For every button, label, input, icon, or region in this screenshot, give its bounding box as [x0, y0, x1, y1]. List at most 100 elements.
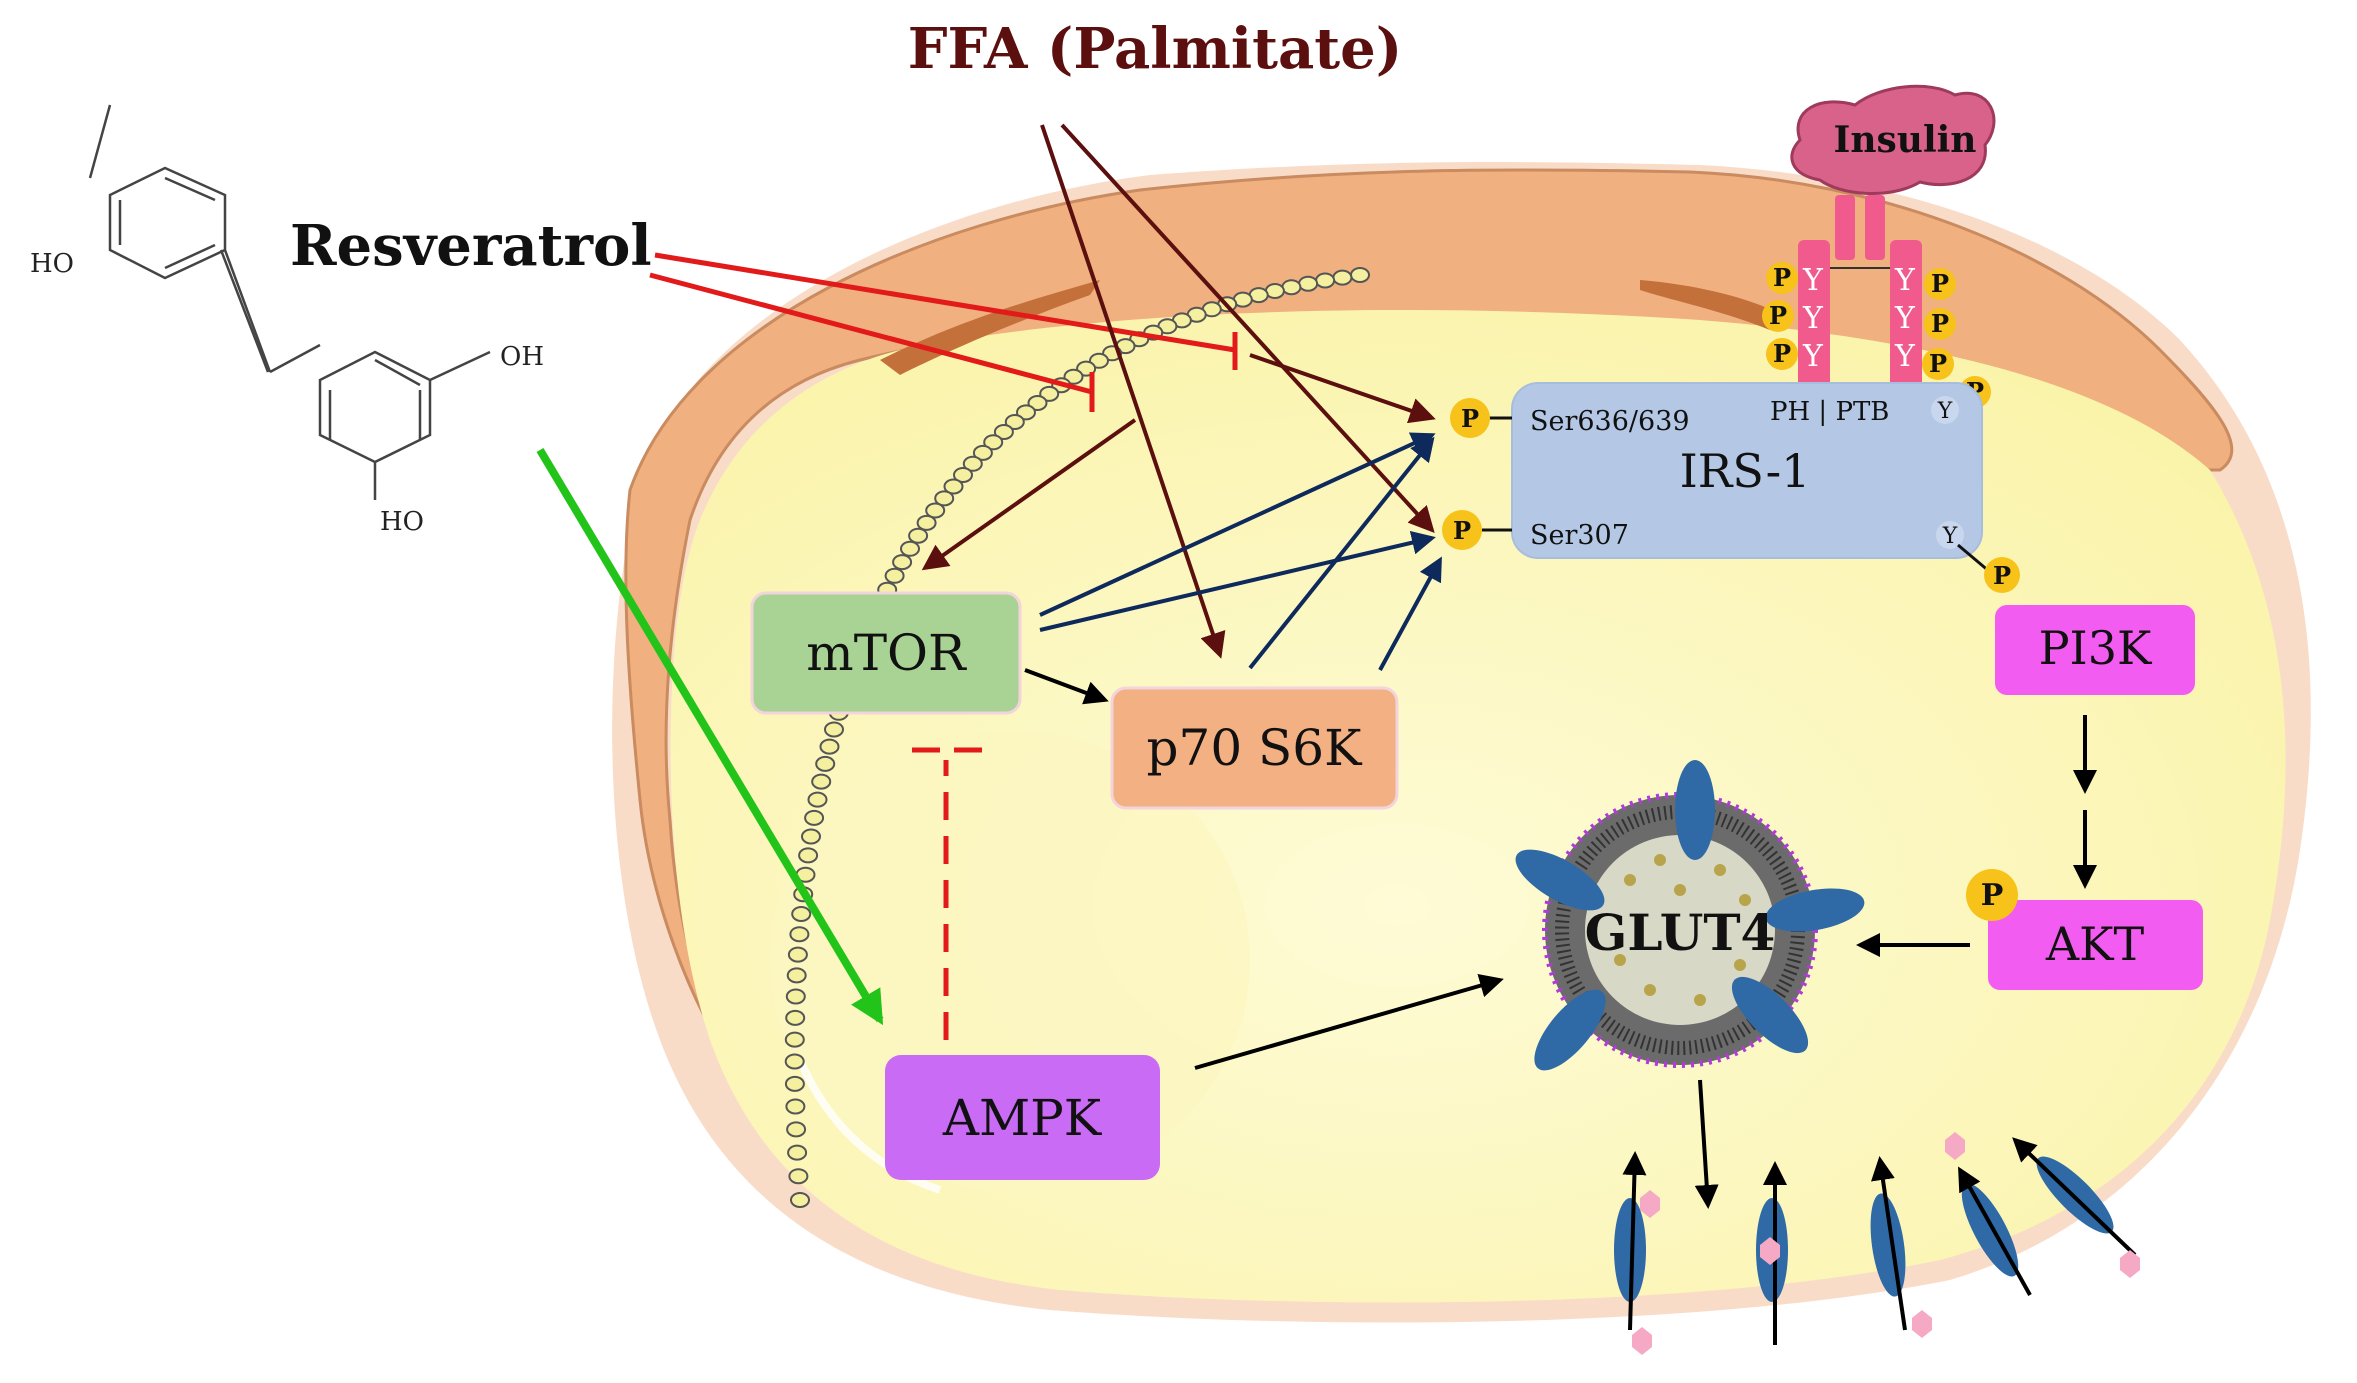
- ampk-label: AMPK: [942, 1089, 1103, 1147]
- phospho-label: P: [1929, 349, 1947, 378]
- cargo-dot: [1674, 884, 1686, 896]
- mtor-to-p70-arrow: [1024, 668, 1109, 705]
- irs1-ser307-label: Ser307: [1530, 520, 1629, 551]
- er-bead: [1350, 267, 1370, 283]
- er-bead: [908, 527, 929, 544]
- phospho-label: P: [1769, 301, 1787, 330]
- transporter: [1756, 1161, 1788, 1345]
- er-bead: [1004, 414, 1025, 430]
- er-bead: [972, 444, 993, 461]
- er-bead: [934, 490, 955, 507]
- er-bead: [1332, 269, 1353, 286]
- phospho-label: P: [1773, 263, 1791, 292]
- cargo-dot: [1714, 864, 1726, 876]
- phospho-label: P: [1993, 561, 2011, 590]
- resveratrol-structure: [88, 104, 491, 500]
- tyrosine-label: Y: [1802, 263, 1824, 298]
- node-pi3k: PI3K: [1995, 605, 2195, 695]
- receptor-phospho-dots: P P P P P P P: [1762, 262, 1991, 408]
- er-bead: [801, 828, 821, 845]
- group-oh-right: OH: [500, 342, 544, 372]
- er-bead: [900, 540, 920, 557]
- er-bead: [953, 467, 973, 483]
- irs1-ph-ptb-label: PH | PTB: [1770, 397, 1889, 427]
- ffa-title: FFA (Palmitate): [908, 16, 1403, 82]
- er-bead: [884, 567, 905, 584]
- vesicle-cargo: [1614, 854, 1751, 1006]
- glut4-label: GLUT4: [1585, 903, 1776, 962]
- cargo-dot: [1614, 954, 1626, 966]
- er-bead: [1016, 404, 1036, 421]
- insulin-molecule: [1790, 84, 1996, 196]
- glut4-translocation-arrow: [1694, 1079, 1719, 1209]
- tyrosine-label: Y: [1894, 301, 1916, 336]
- er-bead: [788, 1168, 809, 1185]
- er-bead: [785, 1009, 806, 1026]
- er-bead: [785, 988, 806, 1005]
- er-bead: [925, 502, 946, 519]
- irs1-y-site-bottom: [1936, 521, 1964, 549]
- phospho-label: P: [1461, 404, 1479, 433]
- pi3k-label: PI3K: [2039, 621, 2153, 675]
- akt-label: AKT: [2045, 917, 2145, 971]
- er-bead: [784, 1031, 805, 1048]
- ampk-to-glut4-arrow: [1194, 974, 1504, 1070]
- irs1-box: IRS-1 Ser636/639 Ser307 PH | PTB Y Y: [1511, 382, 1983, 559]
- er-bead: [798, 847, 819, 864]
- resveratrol-label: Resveratrol: [290, 213, 652, 279]
- er-bead: [824, 721, 844, 738]
- node-mtor: mTOR: [750, 591, 1022, 715]
- er-bead: [892, 554, 913, 571]
- ffa-arrows: [921, 123, 1436, 659]
- tyrosine-label: Y: [1894, 263, 1916, 298]
- node-ampk: AMPK: [885, 1055, 1160, 1180]
- irs1-ser636-label: Ser636/639: [1530, 406, 1690, 437]
- insulin-receptor: Insulin: [1790, 84, 1996, 390]
- irs1-y-site-top: [1931, 396, 1959, 424]
- group-ho-bottom: HO: [380, 507, 424, 537]
- transporter: [2012, 1137, 2140, 1278]
- tyrosine-label: Y: [1894, 339, 1916, 374]
- er-bead: [962, 455, 983, 472]
- cell: [612, 162, 2311, 1323]
- node-p70s6k: p70 S6K: [1110, 686, 1399, 810]
- ampk-inhibits-mtor: [912, 747, 982, 1040]
- er-bead: [790, 1192, 810, 1208]
- glut4-vesicle: GLUT4: [1515, 760, 1865, 1071]
- irs1-y-site-top-label: Y: [1937, 399, 1953, 424]
- er-bead: [789, 926, 810, 943]
- phospho-label: P: [1453, 516, 1471, 545]
- er-bead: [811, 773, 832, 790]
- irs1-y-site-bottom-label: Y: [1942, 524, 1958, 549]
- membrane-vein: [1640, 280, 1790, 330]
- er-bead: [993, 424, 1014, 440]
- cargo-dot: [1739, 894, 1751, 906]
- er-bead: [807, 791, 828, 808]
- phospho-label: P: [1981, 878, 2004, 913]
- transporter: [1945, 1132, 2032, 1296]
- irs1-phospho: P P P: [1442, 398, 2020, 593]
- mtor-label: mTOR: [806, 624, 967, 682]
- er-bead: [787, 1144, 808, 1161]
- er-bead: [943, 478, 964, 495]
- er-bead: [786, 1121, 807, 1138]
- cargo-dot: [1734, 959, 1746, 971]
- er-bead: [804, 809, 825, 826]
- insulin-label: Insulin: [1834, 119, 1977, 161]
- cargo-dot: [1624, 874, 1636, 886]
- tyrosine-label: Y: [1802, 301, 1824, 336]
- er-bead: [785, 1098, 806, 1115]
- transporter: [1870, 1156, 1932, 1338]
- cargo-dot: [1654, 854, 1666, 866]
- er-bead: [815, 755, 836, 772]
- cargo-dot: [1694, 994, 1706, 1006]
- group-ho-top: HO: [30, 249, 74, 279]
- irs1-label: IRS-1: [1680, 444, 1811, 498]
- node-akt: AKT P: [1966, 869, 2203, 990]
- tyrosine-label: Y: [1802, 339, 1824, 374]
- navy-arrows: [1039, 432, 1442, 671]
- er-bead: [787, 946, 808, 963]
- receptor-tyrosines: Y Y Y Y Y Y: [1802, 263, 1916, 374]
- er-bead: [1315, 272, 1336, 289]
